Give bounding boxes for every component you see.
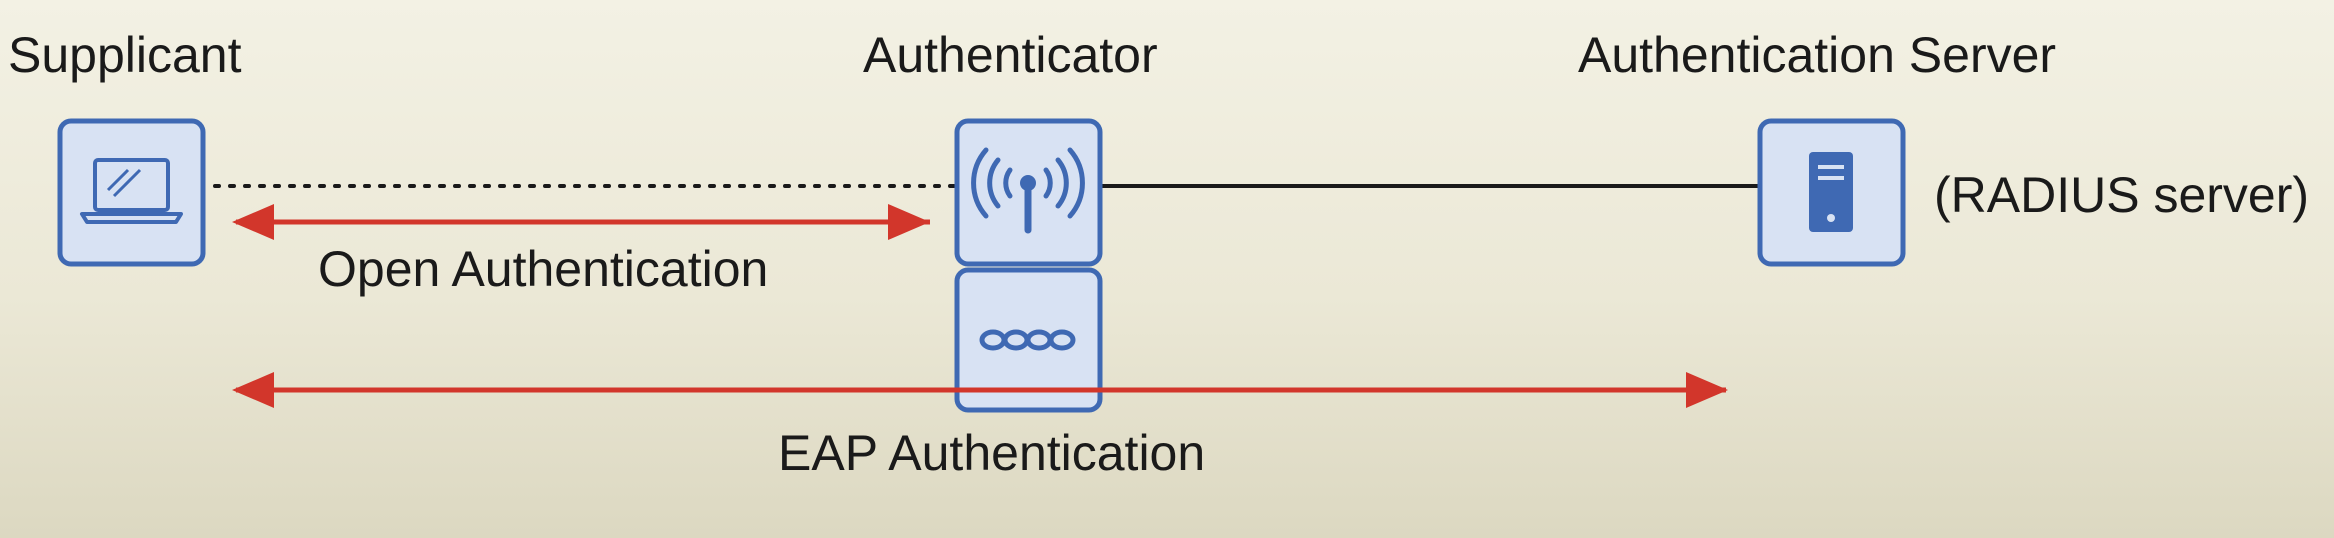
- switch-icon: [954, 267, 1103, 413]
- laptop-icon: [57, 118, 206, 267]
- radius-server-note: (RADIUS server): [1934, 167, 2310, 223]
- eap-authentication-arrow: [232, 372, 1728, 408]
- wireless-access-point-icon: [954, 118, 1103, 267]
- supplicant-label: Supplicant: [8, 27, 242, 83]
- authenticator-label: Authenticator: [863, 27, 1158, 83]
- open-authentication-label: Open Authentication: [318, 241, 769, 297]
- open-authentication-arrow: [232, 204, 930, 240]
- authentication-server-label: Authentication Server: [1578, 27, 2057, 83]
- eap-authentication-label: EAP Authentication: [778, 425, 1206, 481]
- server-icon: [1757, 118, 1906, 267]
